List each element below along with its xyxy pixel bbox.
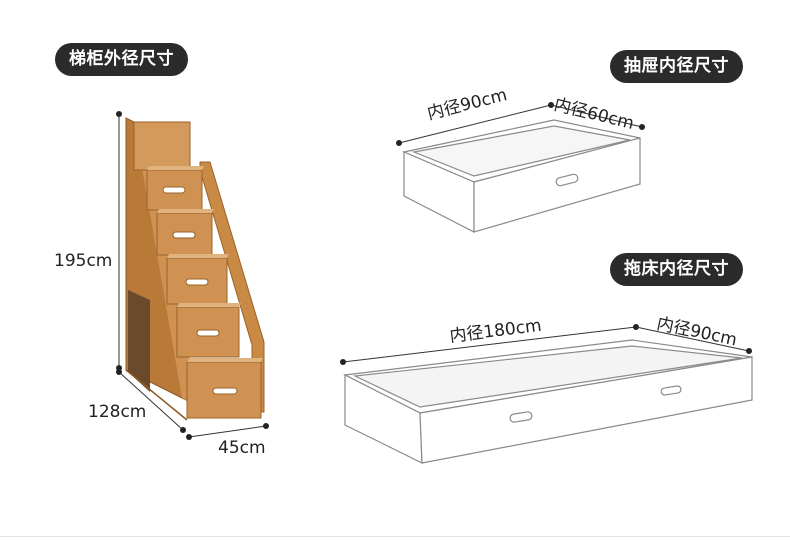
stair-height-label: 195cm <box>54 251 113 271</box>
stair-width-label: 45cm <box>218 438 266 458</box>
stair-cabinet-title-badge: 梯柜外径尺寸 <box>55 43 188 76</box>
trundle-title-badge: 拖床内径尺寸 <box>610 253 743 286</box>
stair-depth-label: 128cm <box>88 402 147 422</box>
trundle-image <box>342 339 753 464</box>
drawer-title-badge: 抽屉内径尺寸 <box>610 50 743 83</box>
stair-cabinet-image <box>125 117 265 421</box>
footer-divider <box>0 536 790 537</box>
drawer-image <box>402 119 641 233</box>
